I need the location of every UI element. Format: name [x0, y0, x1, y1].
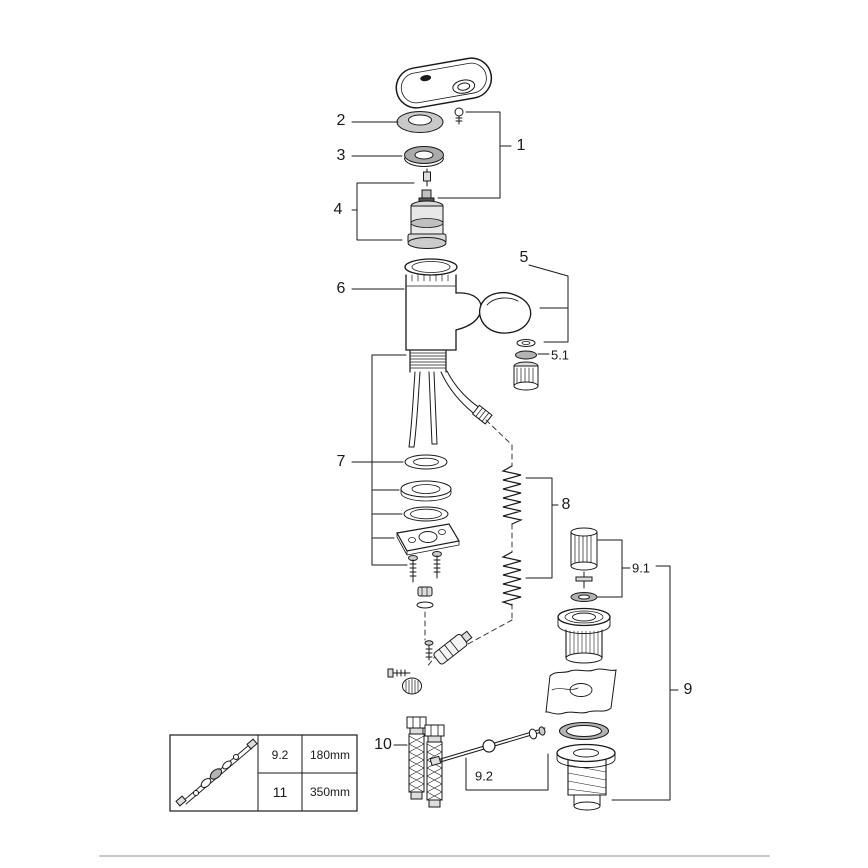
size-table-row-1-length: 350mm [309, 785, 351, 799]
part-8-bracket [525, 477, 559, 579]
part-label-5: 5 [519, 249, 529, 266]
part-8-springs-drawing [500, 465, 523, 606]
part-9-drain-drawing [545, 607, 617, 811]
part-label-9-1: 9.1 [631, 560, 651, 576]
part-5-spray-grip-drawing [479, 292, 532, 334]
part-2-ring-drawing [351, 111, 444, 133]
part-6-body-drawing [351, 258, 482, 351]
shank-and-tubes-drawing [408, 349, 493, 448]
part-label-2: 2 [336, 112, 346, 129]
part-label-8: 8 [561, 496, 571, 513]
part-5-bracket [528, 264, 569, 343]
part-label-6: 6 [336, 280, 346, 297]
part-9-2-bracket [465, 753, 549, 791]
part-11-inset-box [169, 734, 358, 812]
part-4-cartridge-drawing [407, 189, 447, 249]
part-4-bracket [351, 182, 415, 241]
part-5-1-mousseur-drawing [513, 339, 550, 391]
size-table-row-0-part: 9.2 [271, 748, 289, 762]
hose-dashed-path [424, 419, 513, 668]
cartridge-screw-drawing [423, 168, 431, 187]
part-9-1-bracket [597, 539, 631, 598]
part-9-2-rod-drawing [429, 726, 546, 767]
part-7-bracket [351, 354, 408, 566]
part-label-10: 10 [374, 736, 392, 753]
fixing-hardware-drawing [387, 640, 434, 695]
part-label-9: 9 [683, 681, 693, 698]
size-table-row-0-length: 180mm [309, 748, 351, 762]
part-3-ring-drawing [351, 146, 444, 167]
part-9-bracket [611, 565, 679, 801]
size-table-row-1-part: 11 [272, 784, 288, 800]
part-label-3: 3 [336, 147, 346, 164]
part-9-1-knob-drawing [570, 527, 598, 602]
lever-handle-drawing [395, 57, 493, 125]
part-label-5-1: 5.1 [550, 347, 570, 363]
part-label-4: 4 [333, 201, 343, 218]
part-7-mounting-stack-drawing [396, 454, 460, 609]
part-label-7: 7 [336, 453, 346, 470]
check-valve-drawing [433, 630, 473, 665]
part-label-1: 1 [516, 137, 526, 154]
part-1-bracket [437, 111, 512, 199]
part-label-9-2: 9.2 [474, 768, 494, 784]
